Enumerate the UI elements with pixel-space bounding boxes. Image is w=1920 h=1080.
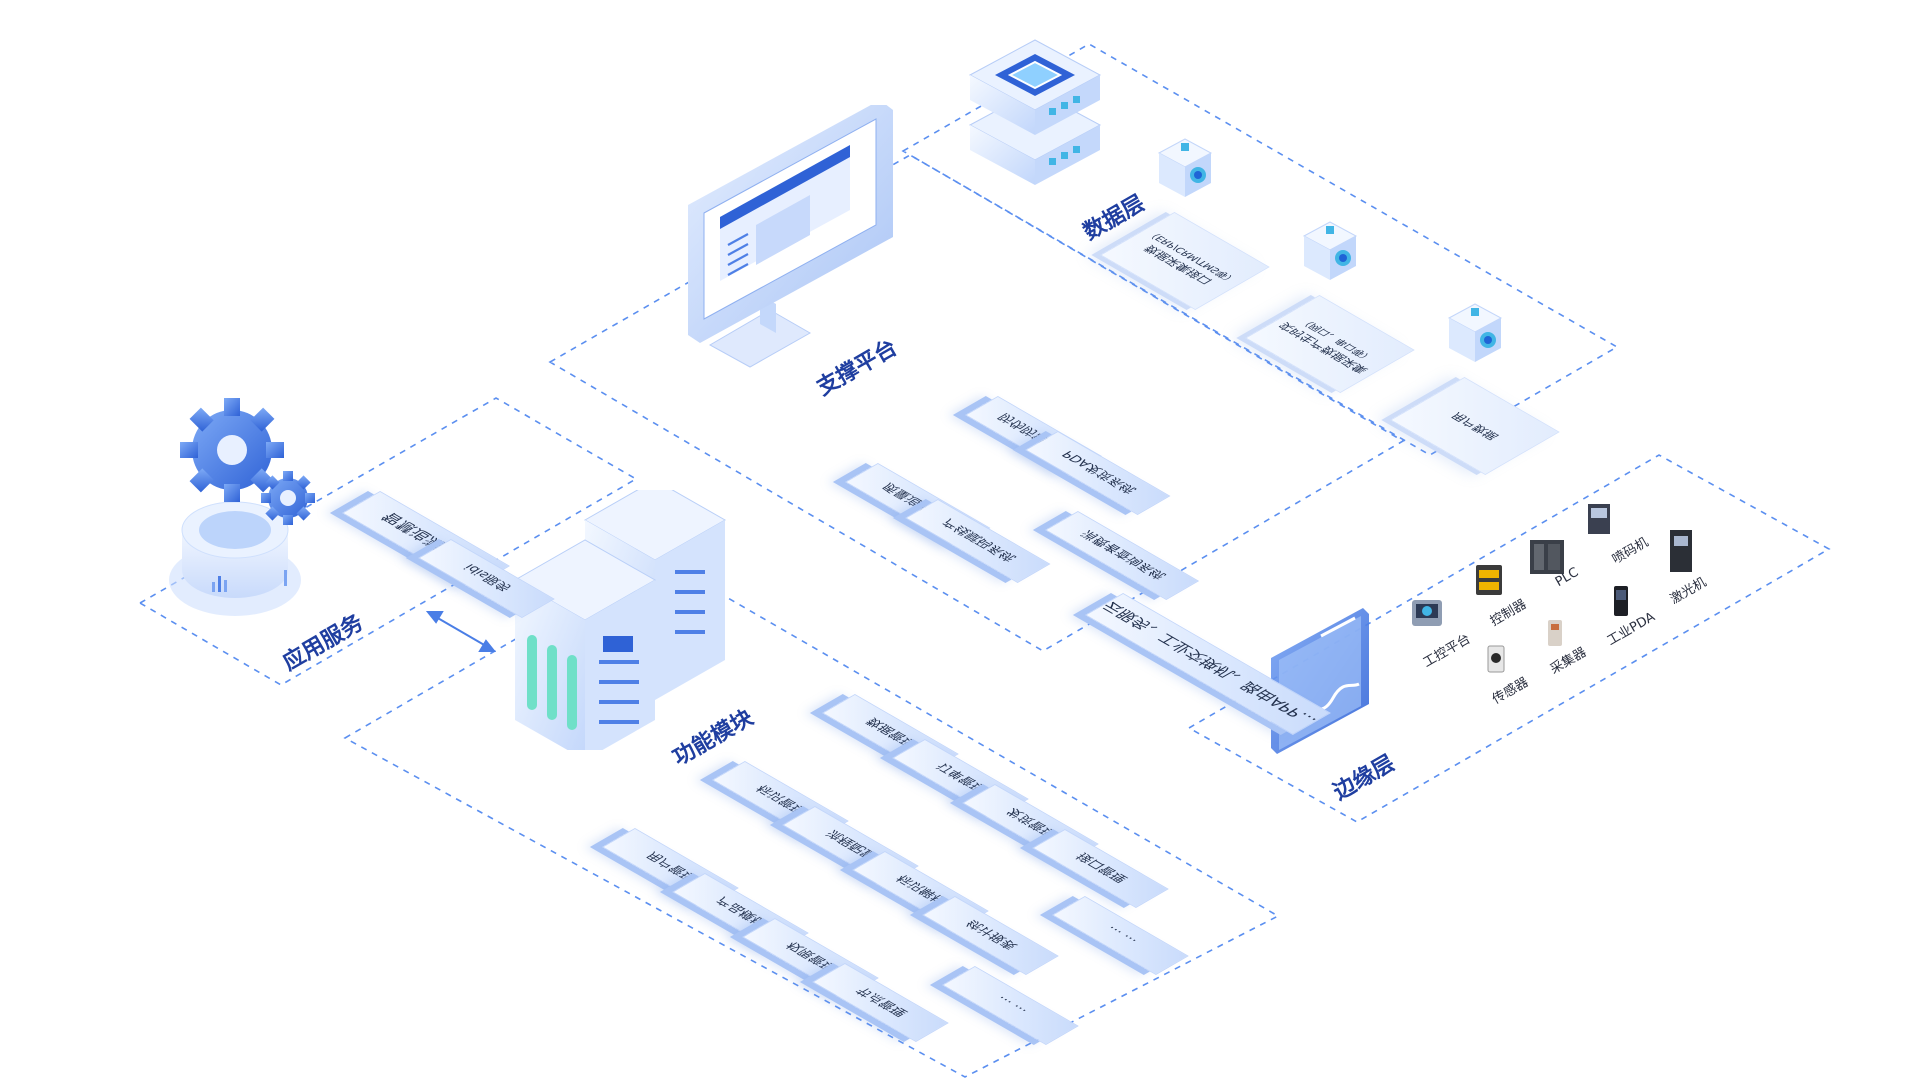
pad-realtime-production-data: 实时生产数据采集（网口、串口等） — [1245, 295, 1415, 393]
block-line-coding-label: 产线赋码系统 — [905, 499, 1051, 583]
block-line-coding: 产线赋码系统 — [905, 499, 1051, 583]
region-application-service — [138, 397, 638, 686]
pad-user-data: 用户数据 — [1390, 377, 1560, 475]
sensor-cube-icon — [1447, 303, 1503, 362]
sensor-icon — [1487, 645, 1505, 673]
block-idis-label: idis服务 — [418, 539, 555, 618]
block-idis: idis服务 — [418, 539, 555, 618]
plc-icon — [1530, 540, 1564, 574]
sensor-cube-icon — [1157, 138, 1213, 197]
industrial-pc-icon — [1412, 600, 1442, 626]
block-cloud-services-label: 云服务、工业交换机、路由APP… — [1085, 593, 1331, 735]
laser-machine-icon — [1670, 530, 1692, 572]
block-more-2-label: … … — [942, 966, 1079, 1045]
sensor-cube-icon — [1302, 221, 1358, 280]
database-icon — [968, 39, 1102, 185]
bidirectional-arrow — [425, 611, 497, 652]
block-node-mgmt-label: 节点管理 — [812, 963, 949, 1042]
industrial-pda-icon — [1614, 586, 1628, 616]
collector-icon — [1548, 620, 1562, 646]
block-consumer-query: 消费者查询系统 — [1045, 511, 1200, 600]
block-more-1-label: … … — [1052, 896, 1189, 975]
block-api-mgmt-label: 接口管理 — [1032, 829, 1169, 908]
block-api-mgmt: 接口管理 — [1032, 829, 1169, 908]
block-stats-report-label: 统计报表 — [922, 896, 1059, 975]
block-cloud-services: 云服务、工业交换机、路由APP… — [1085, 593, 1331, 735]
block-node-mgmt: 节点管理 — [812, 963, 949, 1042]
controller-icon — [1476, 565, 1502, 595]
block-pda-shipping: PDA发货系统 — [1025, 431, 1171, 515]
region-edge-layer — [1187, 454, 1831, 823]
block-consumer-query-label: 消费者查询系统 — [1045, 511, 1200, 600]
block-pda-shipping-label: PDA发货系统 — [1025, 431, 1171, 515]
monitor-icon — [688, 105, 893, 368]
gear-icon — [169, 398, 315, 616]
block-more-1: … … — [1052, 896, 1189, 975]
block-more-2: … … — [942, 966, 1079, 1045]
inkjet-printer-icon — [1588, 504, 1610, 534]
block-stats-report: 统计报表 — [922, 896, 1059, 975]
edge-device-icons — [1412, 504, 1692, 673]
